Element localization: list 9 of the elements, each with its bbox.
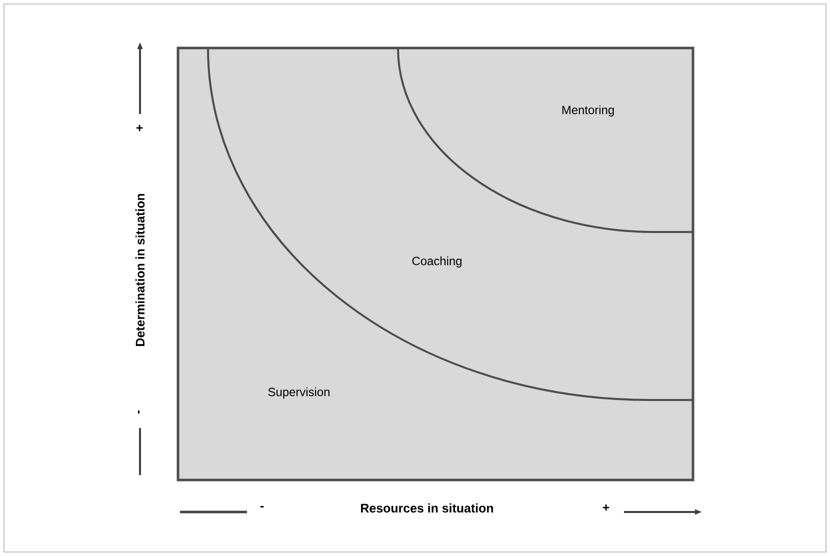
axis-sign: - <box>260 506 264 508</box>
axis-title: Resources in situation <box>361 503 493 513</box>
region-label: Coaching <box>412 256 462 268</box>
axis-sign: + <box>602 504 610 511</box>
axis-title: Determination in situation <box>135 194 145 346</box>
region-label: Supervision <box>268 387 330 399</box>
axis-sign: + <box>136 124 143 132</box>
region-label: Mentoring <box>562 105 614 117</box>
axis-sign: - <box>138 410 140 414</box>
